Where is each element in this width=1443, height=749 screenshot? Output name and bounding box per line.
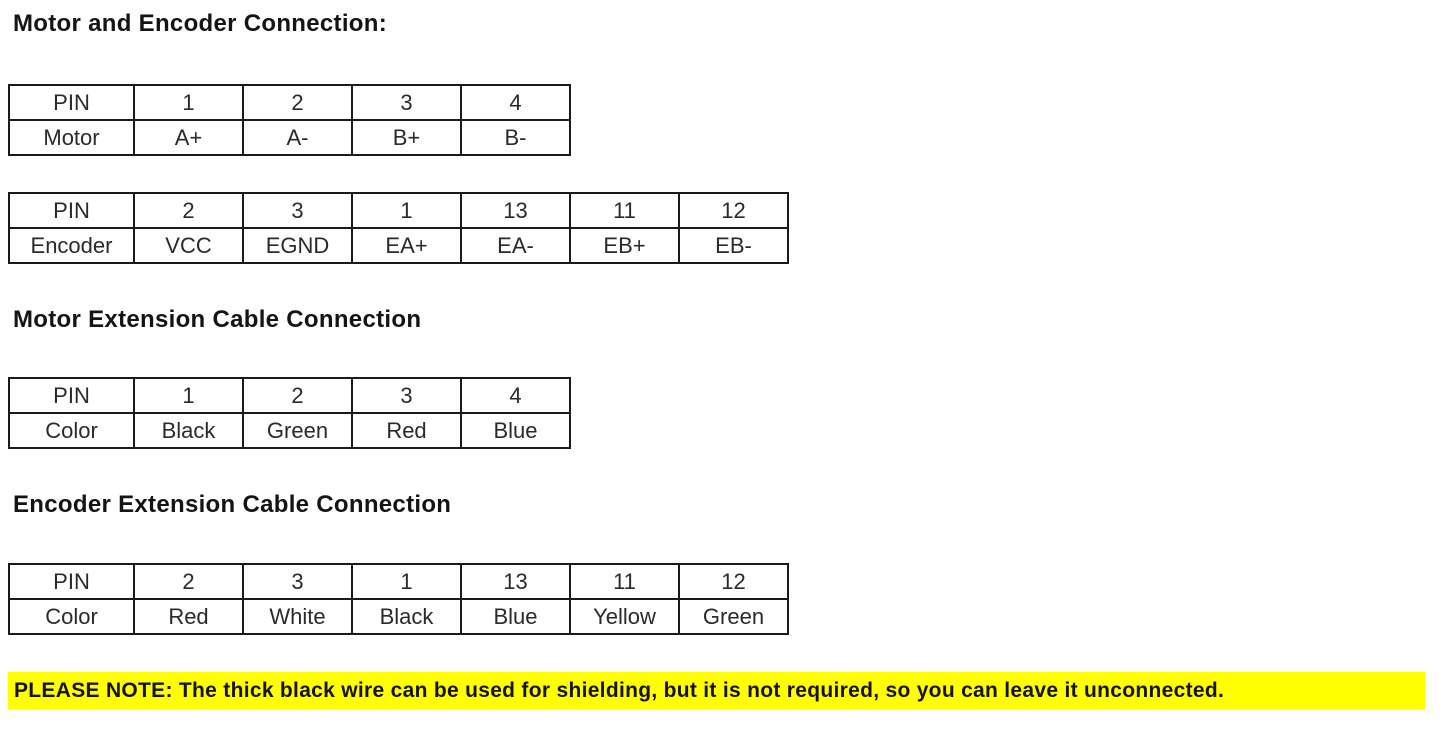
table-cell: 2 [133, 192, 244, 229]
table-row-color: Color Black Green Red Blue [8, 412, 571, 449]
table-cell: 11 [569, 563, 680, 600]
table-row-pin: PIN 1 2 3 4 [8, 377, 571, 414]
table-cell: 3 [351, 377, 462, 414]
note-highlight: PLEASE NOTE: The thick black wire can be… [8, 672, 1425, 709]
section-title-motor-encoder-connection: Motor and Encoder Connection: [13, 10, 388, 37]
table-cell: 1 [351, 563, 462, 600]
table-cell: 4 [460, 377, 571, 414]
table-cell: A+ [133, 119, 244, 156]
table-row-color: Color Red White Black Blue Yellow Green [8, 598, 789, 635]
table-cell: Red [133, 598, 244, 635]
table-row-pin: PIN 1 2 3 4 [8, 84, 571, 121]
section-title-encoder-extension-cable: Encoder Extension Cable Connection [13, 491, 452, 518]
table-cell: EA- [460, 227, 571, 264]
row-label-cell: PIN [8, 84, 135, 121]
encoder-cable-color-table: PIN 2 3 1 13 11 12 Color Red White Black… [8, 563, 789, 635]
table-cell: Yellow [569, 598, 680, 635]
table-cell: Black [133, 412, 244, 449]
table-row-pin: PIN 2 3 1 13 11 12 [8, 192, 789, 229]
table-cell: White [242, 598, 353, 635]
table-cell: 2 [242, 84, 353, 121]
table-cell: EGND [242, 227, 353, 264]
table-cell: 1 [133, 84, 244, 121]
row-label-cell: PIN [8, 377, 135, 414]
table-cell: EB+ [569, 227, 680, 264]
table-cell: EA+ [351, 227, 462, 264]
row-label-cell: PIN [8, 192, 135, 229]
encoder-pin-table: PIN 2 3 1 13 11 12 Encoder VCC EGND EA+ … [8, 192, 789, 264]
table-cell: 13 [460, 192, 571, 229]
motor-pin-table: PIN 1 2 3 4 Motor A+ A- B+ B- [8, 84, 571, 156]
row-label-cell: PIN [8, 563, 135, 600]
table-cell: 3 [242, 192, 353, 229]
table-cell: 1 [133, 377, 244, 414]
table-cell: 1 [351, 192, 462, 229]
section-title-motor-extension-cable: Motor Extension Cable Connection [13, 306, 422, 333]
row-label-cell: Motor [8, 119, 135, 156]
table-cell: 2 [242, 377, 353, 414]
table-cell: VCC [133, 227, 244, 264]
table-cell: 11 [569, 192, 680, 229]
table-cell: B+ [351, 119, 462, 156]
table-cell: Green [242, 412, 353, 449]
table-cell: Blue [460, 598, 571, 635]
table-cell: 4 [460, 84, 571, 121]
table-cell: A- [242, 119, 353, 156]
row-label-cell: Encoder [8, 227, 135, 264]
table-cell: Red [351, 412, 462, 449]
table-cell: 12 [678, 192, 789, 229]
table-row-encoder: Encoder VCC EGND EA+ EA- EB+ EB- [8, 227, 789, 264]
table-cell: 13 [460, 563, 571, 600]
row-label-cell: Color [8, 412, 135, 449]
table-cell: 3 [242, 563, 353, 600]
table-row-pin: PIN 2 3 1 13 11 12 [8, 563, 789, 600]
table-row-motor: Motor A+ A- B+ B- [8, 119, 571, 156]
table-cell: B- [460, 119, 571, 156]
motor-cable-color-table: PIN 1 2 3 4 Color Black Green Red Blue [8, 377, 571, 449]
note-text: PLEASE NOTE: The thick black wire can be… [14, 678, 1225, 702]
table-cell: 2 [133, 563, 244, 600]
table-cell: EB- [678, 227, 789, 264]
table-cell: Green [678, 598, 789, 635]
table-cell: Black [351, 598, 462, 635]
table-cell: Blue [460, 412, 571, 449]
table-cell: 12 [678, 563, 789, 600]
row-label-cell: Color [8, 598, 135, 635]
table-cell: 3 [351, 84, 462, 121]
